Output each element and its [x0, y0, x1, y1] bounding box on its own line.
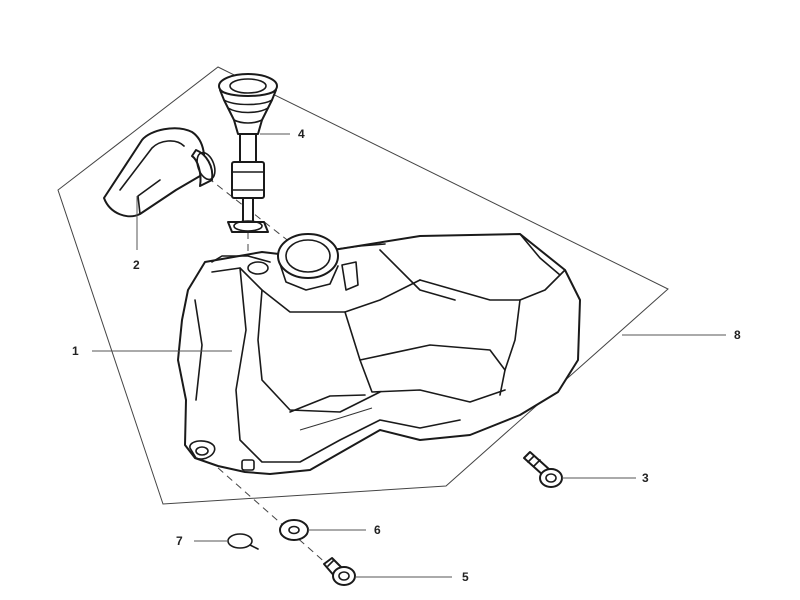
fuel-filter [218, 73, 278, 233]
clip [227, 533, 259, 550]
filler-neck [277, 233, 339, 291]
callout-3: 3 [642, 471, 649, 485]
washer [279, 519, 309, 541]
callout-8: 8 [734, 328, 741, 342]
drain-bolt [323, 557, 356, 586]
centerline-drain [199, 451, 346, 581]
assembly-outline [57, 66, 669, 505]
callout-7: 7 [176, 534, 183, 548]
callout-2: 2 [133, 258, 140, 272]
fuel-tank [177, 233, 581, 475]
callout-1: 1 [72, 344, 79, 358]
callout-6: 6 [374, 523, 381, 537]
callout-5: 5 [462, 570, 469, 584]
fuel-cap [103, 127, 216, 218]
bolt [523, 451, 563, 488]
callout-4: 4 [298, 127, 305, 141]
